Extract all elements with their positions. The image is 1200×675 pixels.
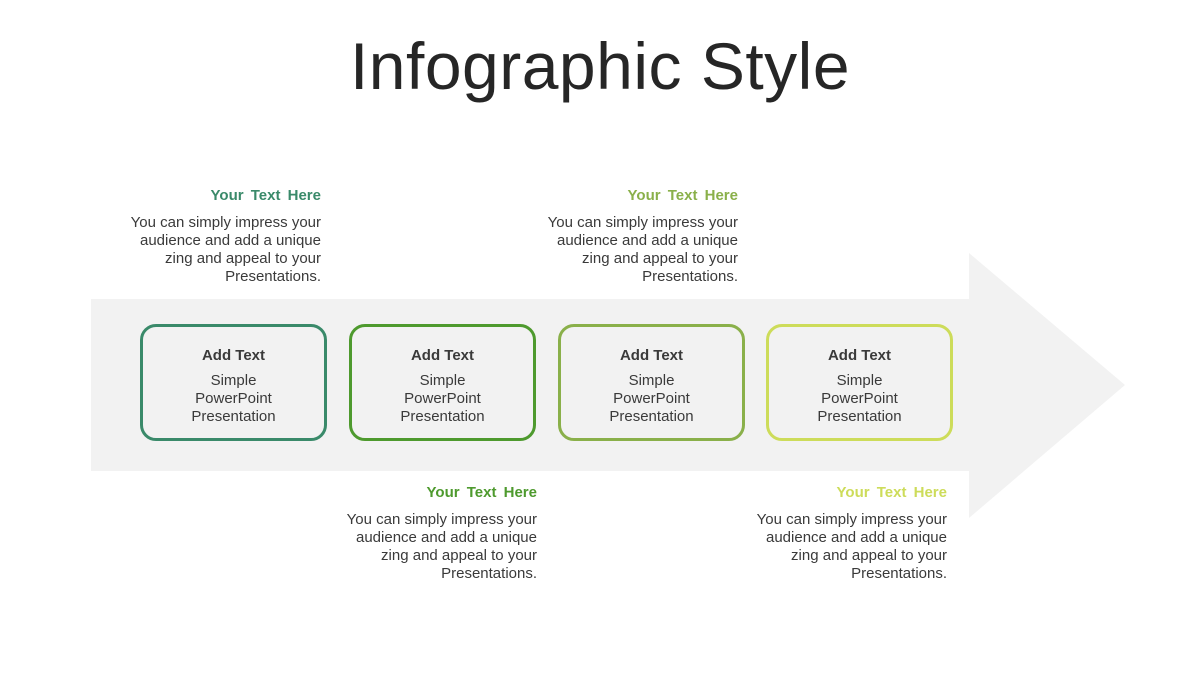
- step-4-box: Add Text Simple PowerPoint Presentation: [766, 324, 953, 441]
- step-2-box-title: Add Text: [410, 347, 475, 364]
- step-1-note-heading: Your Text Here: [210, 187, 321, 204]
- step-4-box-text: Simple PowerPoint Presentation: [817, 372, 902, 425]
- step-4-box-title: Add Text: [827, 347, 892, 364]
- step-1-box-text: Simple PowerPoint Presentation: [191, 372, 276, 425]
- step-3-box-text: Simple PowerPoint Presentation: [609, 372, 694, 425]
- step-1-box: Add Text Simple PowerPoint Presentation: [140, 324, 327, 441]
- page-title: Infographic Style: [349, 29, 851, 103]
- step-4-note-text: You can simply impress your audience and…: [756, 511, 947, 582]
- step-1-box-title: Add Text: [201, 347, 266, 364]
- step-3-note-text: You can simply impress your audience and…: [547, 214, 738, 285]
- step-2-note-heading: Your Text Here: [426, 484, 537, 501]
- step-3-note-heading: Your Text Here: [627, 187, 738, 204]
- step-4-note-heading: Your Text Here: [836, 484, 947, 501]
- step-2-note: Your Text Here You can simply impress yo…: [337, 484, 537, 583]
- step-2-box-text: Simple PowerPoint Presentation: [400, 372, 485, 425]
- step-3-box: Add Text Simple PowerPoint Presentation: [558, 324, 745, 441]
- step-4-note: Your Text Here You can simply impress yo…: [747, 484, 947, 583]
- step-3-note: Your Text Here You can simply impress yo…: [538, 187, 738, 286]
- step-2-note-text: You can simply impress your audience and…: [346, 511, 537, 582]
- step-2-box: Add Text Simple PowerPoint Presentation: [349, 324, 536, 441]
- step-3-box-title: Add Text: [619, 347, 684, 364]
- step-1-note: Your Text Here You can simply impress yo…: [121, 187, 321, 286]
- step-1-note-text: You can simply impress your audience and…: [130, 214, 321, 285]
